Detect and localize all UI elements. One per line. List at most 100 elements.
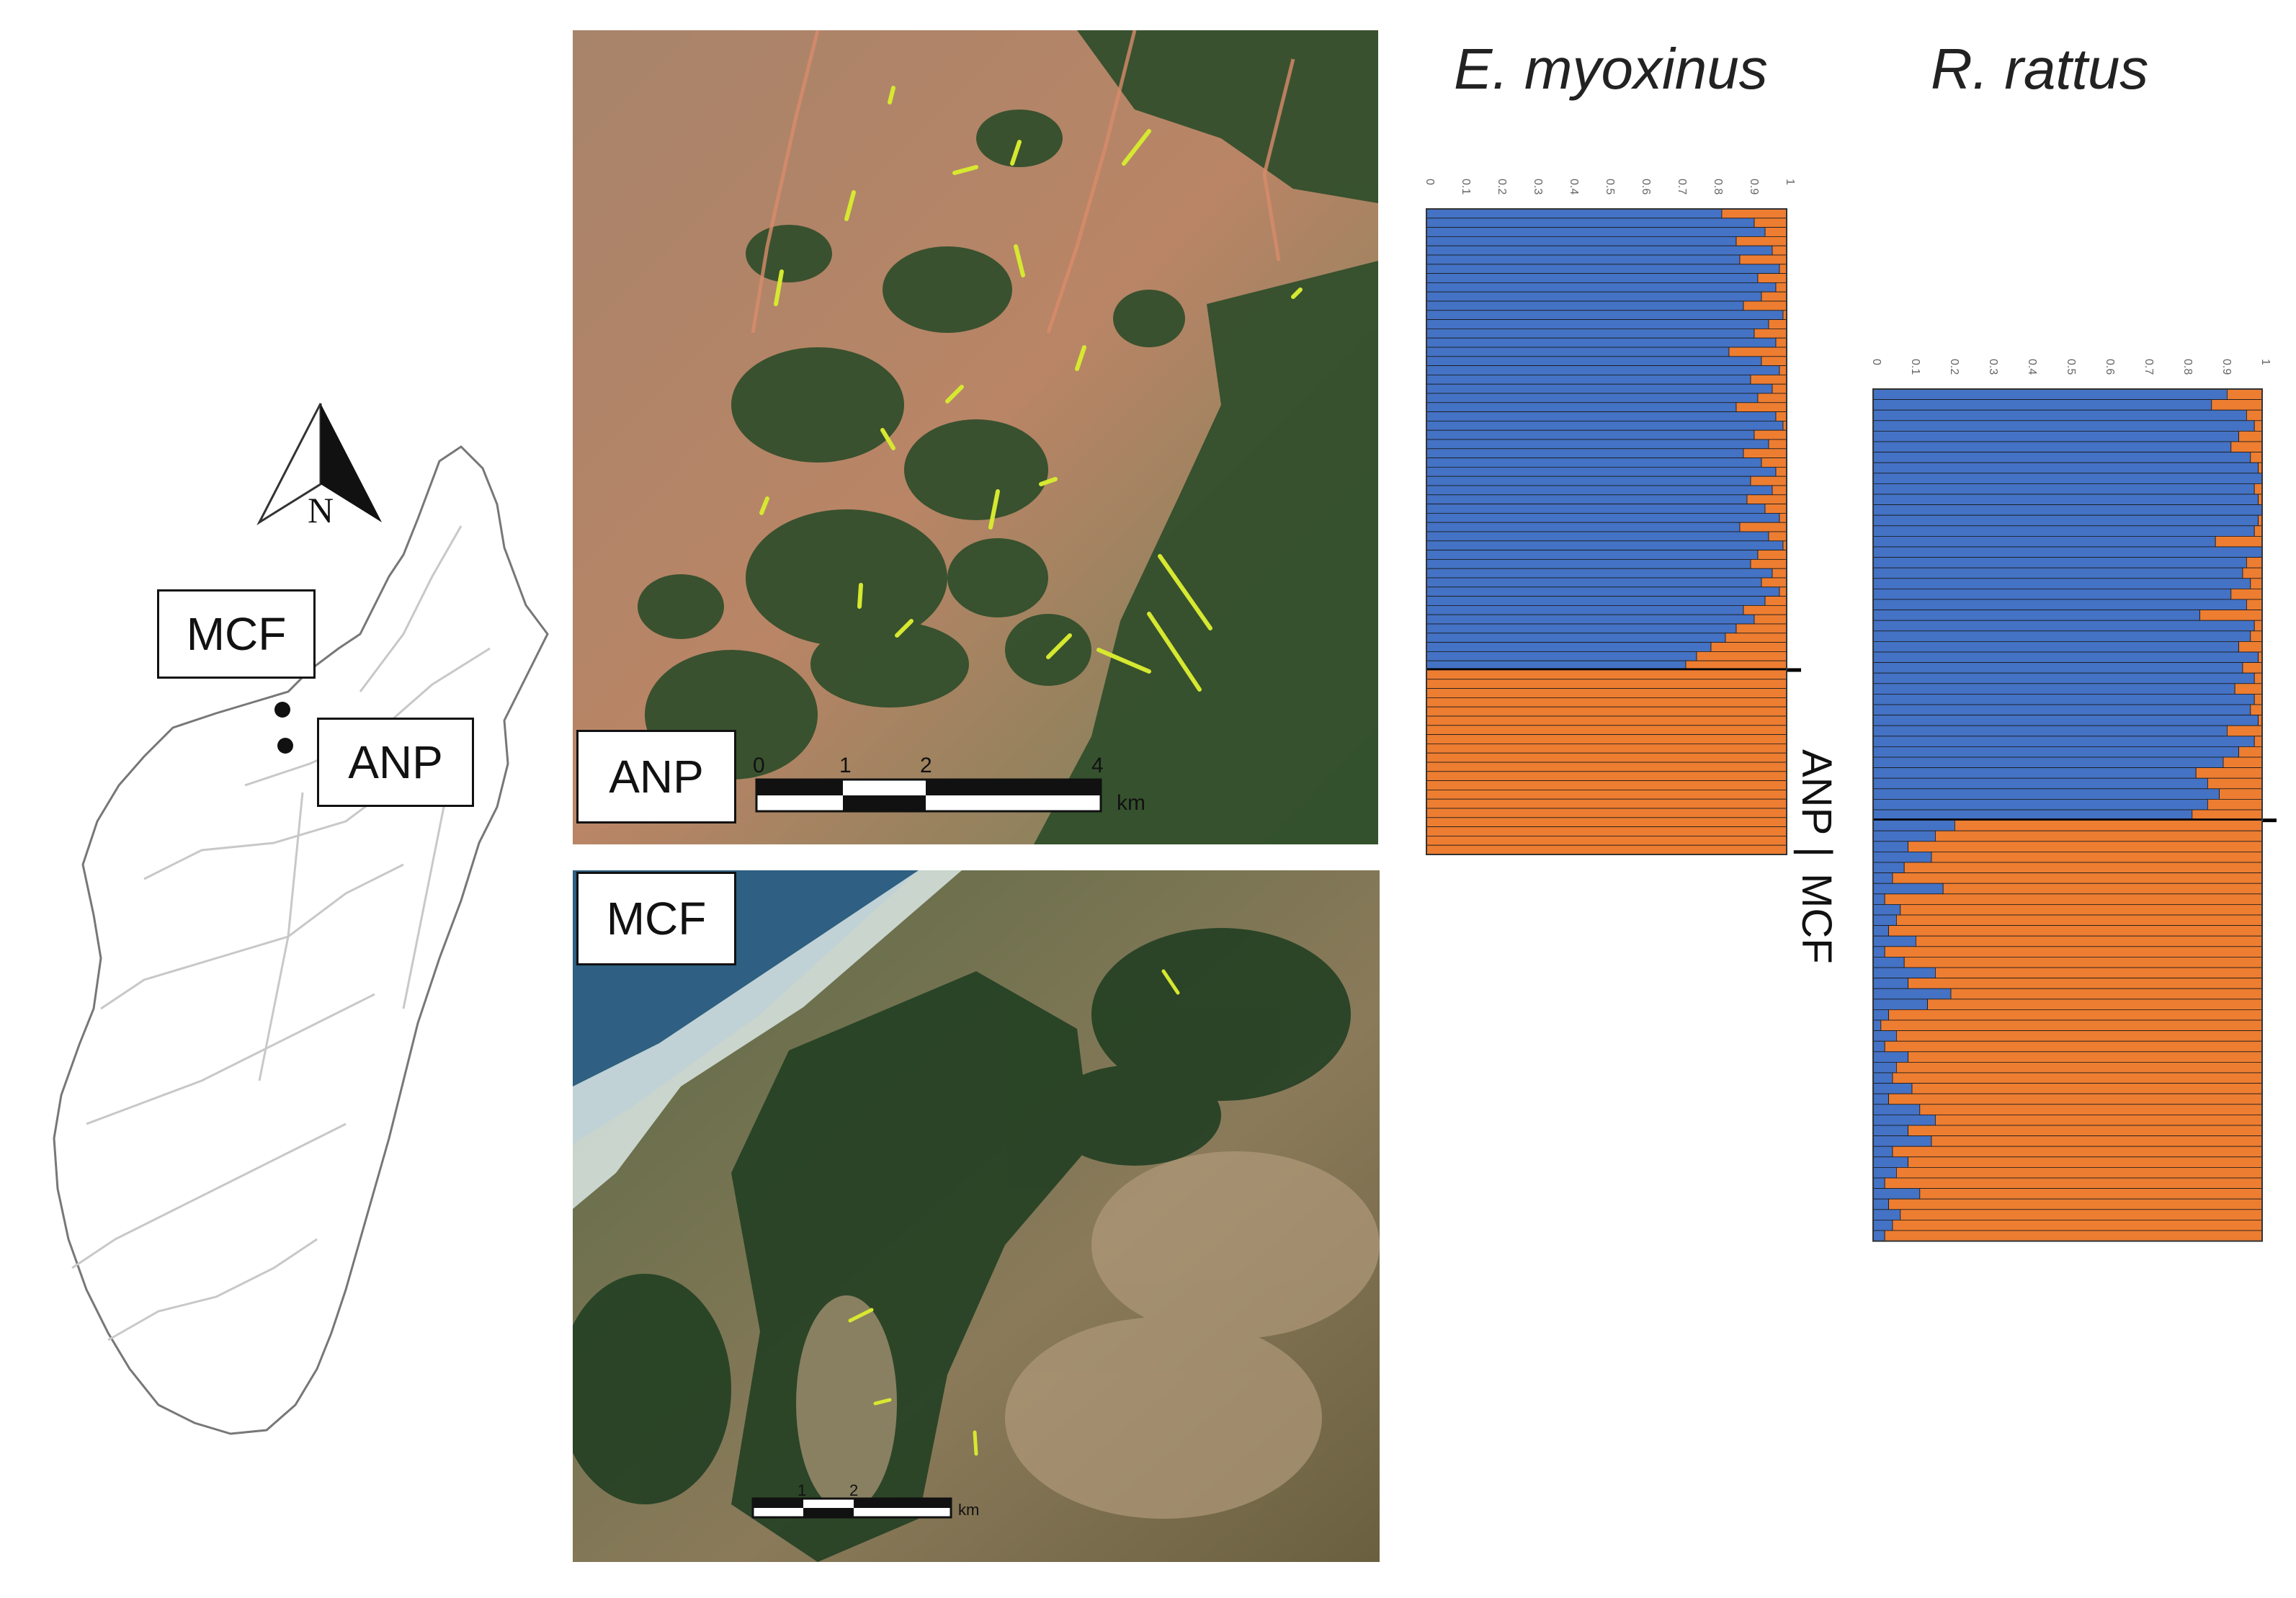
bar-segment-cluster1 [1872, 1051, 1908, 1063]
bar-segment-cluster2 [1931, 852, 2263, 863]
madagascar-outline [53, 445, 549, 1435]
tick-label: 1 [2259, 359, 2272, 365]
bar-segment-cluster1 [1426, 439, 1769, 450]
bar-segment-cluster2 [1750, 374, 1787, 385]
bar-segment-cluster2 [1721, 208, 1787, 219]
bar-segment-cluster2 [2250, 452, 2263, 463]
bar-segment-cluster2 [1768, 531, 1787, 542]
bar-segment-cluster1 [1872, 988, 1952, 1000]
bar-segment-cluster2 [1888, 1198, 2263, 1210]
bar-segment-cluster2 [1750, 559, 1787, 569]
bar-segment-cluster1 [1872, 1198, 1890, 1210]
bar-segment-cluster2 [1942, 883, 2263, 895]
bar-segment-cluster1 [1426, 227, 1766, 237]
bar-segment-cluster1 [1872, 473, 2263, 484]
tick-label: 0.6 [1640, 179, 1652, 195]
bar-segment-cluster2 [1426, 790, 1787, 800]
group-label-mcf: MCF [1793, 873, 1840, 964]
anp-scale-unit: km [1117, 791, 1145, 815]
bar-segment-cluster2 [1426, 780, 1787, 790]
bar-segment-cluster1 [1872, 504, 2263, 516]
bar-segment-cluster2 [1696, 651, 1787, 661]
bar-segment-cluster2 [1919, 1104, 2263, 1115]
bar-segment-cluster1 [1872, 1188, 1921, 1200]
bar-segment-cluster2 [1754, 429, 1787, 440]
bar-segment-cluster1 [1426, 642, 1712, 652]
bar-segment-cluster2 [2238, 640, 2263, 653]
bar-segment-cluster1 [1872, 494, 2259, 506]
bar-segment-cluster2 [2223, 756, 2263, 769]
bar-segment-cluster1 [1872, 620, 2255, 632]
bar-segment-cluster2 [1775, 411, 1787, 421]
tick-label: 0.4 [1568, 179, 1580, 195]
bar-segment-cluster2 [1743, 300, 1787, 311]
bar-segment-cluster2 [2234, 683, 2263, 695]
bar-segment-cluster2 [1757, 273, 1787, 283]
bar-segment-cluster2 [1779, 264, 1787, 274]
bar-segment-cluster1 [1872, 662, 2243, 674]
bar-segment-cluster1 [1426, 374, 1751, 385]
bar-segment-cluster2 [2246, 599, 2263, 611]
bar-segment-cluster1 [1872, 441, 2232, 453]
bar-segment-cluster1 [1872, 588, 2232, 600]
bar-segment-cluster1 [1426, 596, 1766, 606]
bar-segment-cluster2 [2230, 441, 2263, 453]
bar-segment-cluster2 [1426, 826, 1787, 836]
bar-segment-cluster1 [1872, 1146, 1893, 1158]
bar-segment-cluster2 [1426, 669, 1787, 680]
bar-segment-cluster2 [1761, 291, 1787, 302]
bar-segment-cluster2 [2246, 409, 2263, 421]
tick-label: 0 [1870, 359, 1882, 365]
bar-segment-cluster1 [1872, 704, 2251, 716]
bar-segment-cluster2 [1908, 1125, 2263, 1137]
bar-segment-cluster2 [2242, 567, 2263, 579]
bar-segment-cluster1 [1426, 448, 1744, 458]
bar-segment-cluster2 [1743, 605, 1787, 615]
bar-segment-cluster2 [1772, 568, 1787, 579]
bar-segment-cluster1 [1426, 504, 1766, 514]
anp-scale-tick-4: 4 [1091, 754, 1104, 777]
bar-segment-cluster1 [1872, 1135, 1932, 1147]
bar-segment-cluster2 [1908, 1156, 2263, 1168]
bar-segment-cluster1 [1426, 245, 1773, 256]
bar-segment-cluster1 [1872, 1125, 1908, 1137]
anp-scale-tick-0: 0 [753, 754, 765, 777]
bar-segment-cluster1 [1872, 1104, 1921, 1115]
bar-segment-cluster1 [1872, 1177, 1885, 1189]
bar-segment-cluster1 [1426, 429, 1755, 440]
bar-segment-cluster2 [1426, 844, 1787, 855]
bar-segment-cluster2 [1931, 1135, 2263, 1147]
bar-segment-cluster1 [1872, 914, 1897, 927]
bar-segment-cluster1 [1872, 799, 2208, 811]
bar-segment-cluster2 [1764, 227, 1787, 237]
tick-label: 0.8 [1712, 179, 1724, 195]
bar-segment-cluster1 [1872, 693, 2255, 705]
plot-frame [1426, 208, 1787, 855]
bar-segment-cluster1 [1872, 546, 2263, 558]
bar-segment-cluster2 [1743, 448, 1787, 458]
north-label: N [308, 490, 334, 530]
bar-segment-cluster2 [1761, 577, 1787, 588]
bar-segment-cluster1 [1426, 614, 1755, 625]
bar-segment-cluster1 [1872, 841, 1908, 852]
bar-segment-cluster2 [1736, 402, 1787, 412]
bar-segment-cluster2 [1903, 957, 2263, 968]
group-label-separator: | [1793, 847, 1840, 858]
bar-segment-cluster2 [1779, 586, 1787, 597]
bar-segment-cluster1 [1872, 1040, 1885, 1053]
bar-segment-cluster2 [1426, 715, 1787, 726]
anp-image-label: ANP [576, 730, 736, 823]
bar-segment-cluster2 [1426, 752, 1787, 763]
bar-segment-cluster2 [2215, 535, 2263, 548]
bar-segment-cluster1 [1872, 736, 2255, 747]
bar-segment-cluster1 [1872, 957, 1905, 968]
bar-segment-cluster2 [1775, 466, 1787, 477]
tick-label: 0.3 [1532, 179, 1544, 195]
bar-segment-cluster1 [1872, 925, 1890, 937]
bar-segment-cluster2 [1888, 1093, 2263, 1105]
bar-segment-cluster1 [1426, 319, 1769, 329]
bar-segment-cluster1 [1426, 651, 1697, 661]
bar-segment-cluster2 [1754, 614, 1787, 625]
tick-label: 0.3 [1987, 359, 1999, 375]
